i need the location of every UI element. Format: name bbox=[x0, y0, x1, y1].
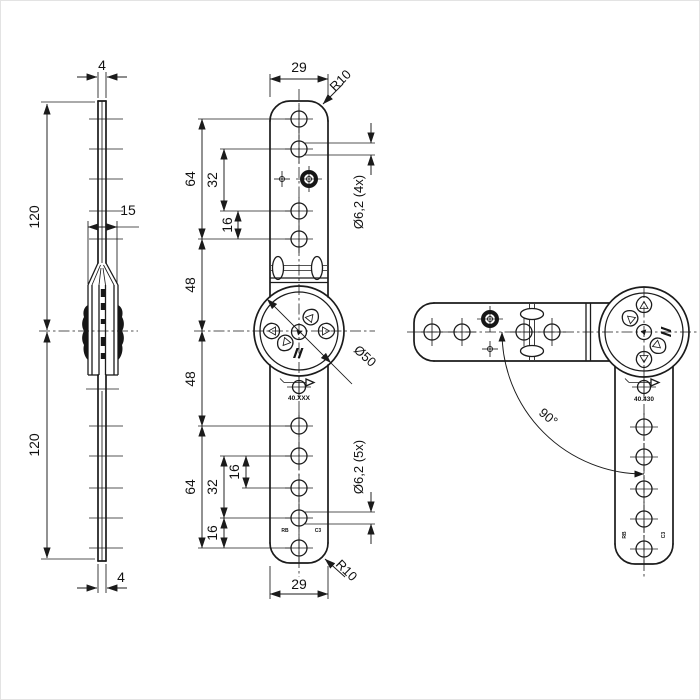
dim-label-width-bottom: 29 bbox=[291, 576, 307, 592]
front-view: 40.XXX RB C3 64 32 16 48 48 bbox=[182, 59, 379, 599]
dim-label-16-bottom-inner: 16 bbox=[226, 464, 242, 480]
front-extension-lines bbox=[198, 118, 291, 549]
rivet-hole bbox=[294, 164, 324, 194]
dim-label-64-top: 64 bbox=[182, 171, 198, 187]
dim-label-side-thickness-bottom: 4 bbox=[117, 569, 125, 585]
front-part-number: 40.XXX bbox=[288, 395, 311, 402]
rotated-disc-detail bbox=[618, 295, 671, 369]
dim-label-16-bottom-outer: 16 bbox=[204, 525, 220, 541]
dim-front-width-top: 29 R10 bbox=[269, 59, 354, 105]
disc-diameter-label: Ø50 bbox=[351, 342, 379, 370]
dim-label-radius-top: R10 bbox=[327, 67, 354, 94]
brand-logo-mark bbox=[293, 348, 304, 358]
holes-top-label: Ø6,2 (4x) bbox=[351, 175, 366, 229]
arc-arrowhead-right bbox=[634, 470, 644, 478]
dim-label-48-bottom: 48 bbox=[182, 371, 198, 387]
rivet-hole bbox=[475, 304, 505, 334]
angle-label: 90° bbox=[536, 405, 561, 429]
rotated-part-number: 40.430 bbox=[634, 396, 654, 403]
dim-side-thickness-bottom: 4 bbox=[77, 564, 127, 593]
front-dimension-chain: 64 32 16 48 48 64 32 16 16 bbox=[182, 118, 250, 549]
dim-rotated-angle: 90° bbox=[498, 331, 645, 478]
center-pivot-hole bbox=[635, 323, 653, 341]
rotated-mold-stamp-right: C3 bbox=[661, 532, 667, 539]
rotated-part-mark: 40.430 bbox=[624, 376, 661, 403]
dim-label-16-top: 16 bbox=[219, 217, 235, 233]
front-bottom-arm-holes bbox=[284, 411, 314, 563]
front-part-mark: 40.XXX bbox=[279, 376, 316, 402]
dim-label-side-thickness-top: 4 bbox=[98, 57, 106, 73]
dim-label-32-bottom: 32 bbox=[204, 479, 220, 495]
front-mold-stamp-left: RB bbox=[281, 528, 289, 534]
dim-label-side-length-bottom: 120 bbox=[26, 433, 42, 457]
holes-bottom-label: Ø6,2 (5x) bbox=[351, 440, 366, 494]
dim-front-holes-bottom: Ø6,2 (5x) bbox=[305, 440, 375, 544]
side-bar-outline bbox=[97, 100, 107, 562]
friction-pad-right bbox=[118, 305, 124, 360]
rotated-mold-stamp-left: RB bbox=[622, 531, 628, 539]
pilot-cross-mark bbox=[481, 340, 499, 358]
rotated-spring-windows bbox=[519, 303, 592, 361]
arc-arrowhead-top bbox=[498, 332, 506, 342]
front-top-arm-holes bbox=[273, 104, 324, 254]
dim-label-64-bottom: 64 bbox=[182, 479, 198, 495]
dim-label-side-hinge-width: 15 bbox=[120, 202, 136, 218]
direction-flag-icon bbox=[650, 378, 661, 387]
dim-front-holes-top: Ø6,2 (4x) bbox=[305, 123, 375, 229]
dim-side-thickness-top: 4 bbox=[77, 57, 127, 98]
dim-label-radius-bottom: R10 bbox=[333, 557, 360, 584]
direction-flag-icon bbox=[305, 378, 316, 387]
dim-label-width-top: 29 bbox=[291, 59, 307, 75]
dim-label-32-top: 32 bbox=[204, 172, 220, 188]
dim-side-length-bottom: 120 bbox=[26, 331, 95, 560]
side-hinge-stack bbox=[82, 285, 124, 376]
rotated-view: 40.430 RB C3 90° bbox=[407, 286, 699, 579]
dim-side-hinge-width: 15 bbox=[87, 202, 139, 284]
friction-pad-left bbox=[82, 305, 88, 360]
dim-label-side-length-top: 120 bbox=[26, 205, 42, 229]
pilot-cross-mark bbox=[273, 170, 291, 188]
side-view: 4 120 120 15 4 bbox=[26, 57, 139, 593]
rotated-bottom-arm-holes bbox=[629, 412, 659, 564]
front-mold-stamp-right: C3 bbox=[315, 528, 322, 534]
front-spring-windows bbox=[270, 255, 328, 284]
side-hinge-fork bbox=[87, 262, 119, 286]
dim-label-48-top: 48 bbox=[182, 277, 198, 293]
dim-side-length-top: 120 bbox=[26, 101, 95, 331]
